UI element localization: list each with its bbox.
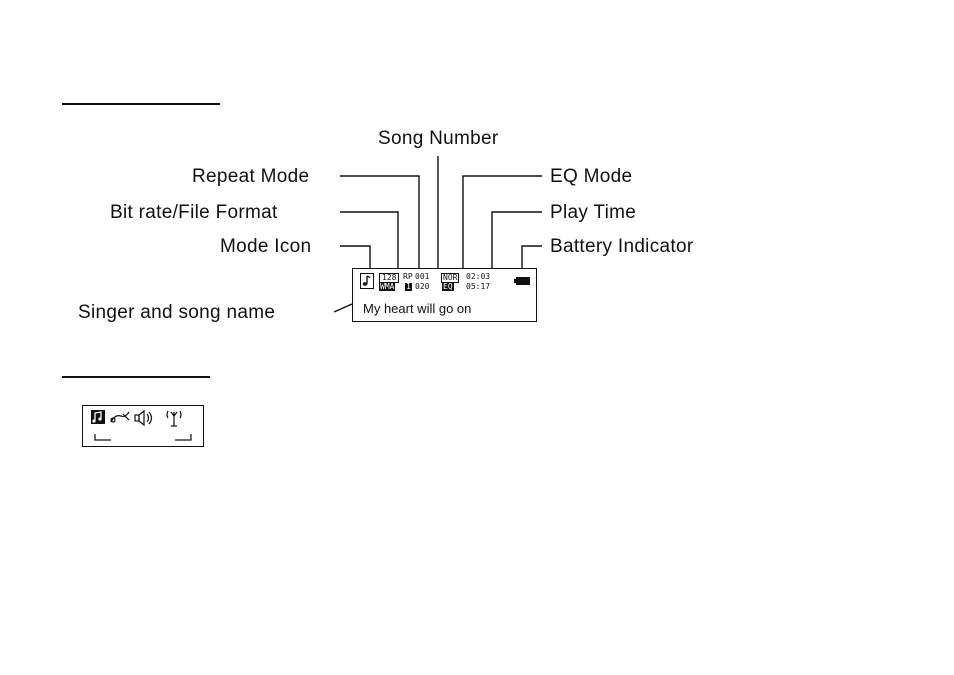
label-song-number: Song Number	[378, 129, 499, 148]
line-bit-rate	[340, 212, 398, 272]
battery-icon	[516, 277, 530, 285]
label-repeat-mode: Repeat Mode	[192, 167, 309, 186]
lcd-eq-sub: EQ	[442, 283, 454, 291]
label-singer-song: Singer and song name	[78, 303, 275, 322]
lcd-repeat: RP	[403, 273, 413, 281]
record-icon	[111, 412, 129, 422]
menu-screen	[82, 405, 204, 447]
line-repeat-mode	[340, 176, 419, 272]
label-bit-rate: Bit rate/File Format	[110, 203, 278, 222]
battery-tip	[514, 279, 516, 283]
label-play-time: Play Time	[550, 203, 636, 222]
speaker-icon	[135, 411, 152, 425]
lcd-song-text: My heart will go on	[363, 301, 471, 316]
lcd-song-total: 020	[415, 283, 429, 291]
lcd-repeat-sub: 1	[405, 283, 412, 291]
line-singer-song	[334, 304, 352, 312]
music-note-icon	[360, 273, 374, 289]
fm-antenna-icon	[167, 411, 181, 426]
music-icon	[91, 410, 105, 424]
label-battery: Battery Indicator	[550, 237, 693, 256]
lcd-total-time: 05:17	[466, 283, 490, 291]
lcd-play-time: 02:03	[466, 273, 490, 281]
lcd-screen: 128 WMA RP 1 001 020 NOR EQ 02:03 05:17 …	[352, 268, 537, 322]
label-mode-icon: Mode Icon	[220, 237, 311, 256]
label-eq-mode: EQ Mode	[550, 167, 632, 186]
lcd-song-no: 001	[415, 273, 429, 281]
lcd-format: WMA	[379, 283, 395, 291]
line-eq-mode	[463, 176, 542, 272]
line-play-time	[492, 212, 542, 272]
